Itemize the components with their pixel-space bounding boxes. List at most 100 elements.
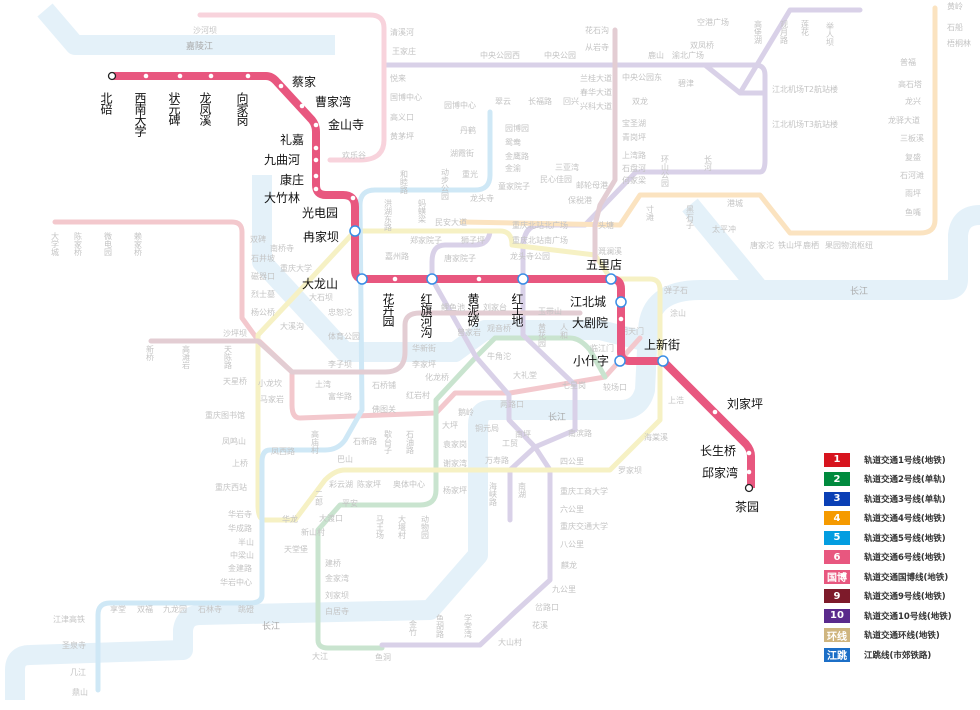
station-label[interactable]: 长生桥 <box>700 444 736 458</box>
interchange-station-marker[interactable] <box>356 273 368 285</box>
station-label[interactable]: 北碚 <box>99 92 113 115</box>
faded-station-label: 普福 <box>900 57 916 67</box>
station-label[interactable]: 刘家坪 <box>727 396 763 411</box>
station-marker[interactable] <box>392 276 398 282</box>
station-marker[interactable] <box>177 73 183 79</box>
station-marker[interactable] <box>712 409 718 415</box>
station-marker[interactable] <box>746 450 752 456</box>
faded-station-label: 学堂湾 <box>464 613 473 639</box>
faded-station-label: 中央公园西 <box>480 50 520 60</box>
faded-station-label: 化龙桥 <box>425 372 449 382</box>
station-marker[interactable] <box>350 195 356 201</box>
interchange-station-marker[interactable] <box>426 273 438 285</box>
station-marker[interactable] <box>313 145 319 151</box>
interchange-station-marker[interactable] <box>517 273 529 285</box>
faded-station-label: 回兴 <box>563 97 579 106</box>
station-label[interactable]: 金山寺 <box>328 117 364 132</box>
faded-station-label: 溉澜溪 <box>598 246 622 256</box>
station-label[interactable]: 冉家坝 <box>303 229 339 244</box>
faded-station-label: 石油路 <box>406 430 415 454</box>
faded-station-label: 兴科大道 <box>580 101 612 111</box>
station-marker[interactable] <box>313 173 319 179</box>
faded-station-label: 海峡路 <box>489 481 498 506</box>
station-label[interactable]: 黄泥磅 <box>466 293 480 328</box>
station-label[interactable]: 状元碑 <box>167 92 181 126</box>
station-marker[interactable] <box>278 83 284 89</box>
faded-station-label: 空港广场 <box>697 17 729 27</box>
interchange-station-marker[interactable] <box>605 273 617 285</box>
terminal-station-marker[interactable] <box>107 71 117 81</box>
terminal-station-marker[interactable] <box>744 483 754 493</box>
station-marker[interactable] <box>208 73 214 79</box>
faded-station-label: 圣泉寺 <box>62 640 86 650</box>
faded-station-label: 港城 <box>727 198 743 208</box>
faded-station-label: 牛角沱 <box>487 351 511 361</box>
station-label[interactable]: 康庄 <box>280 172 304 187</box>
station-label[interactable]: 花卉园 <box>381 292 395 328</box>
interchange-station-marker[interactable] <box>349 225 361 237</box>
station-label[interactable]: 大剧院 <box>572 316 608 330</box>
station-label[interactable]: 小什字 <box>573 353 609 368</box>
station-label[interactable]: 上新街 <box>644 337 680 352</box>
faded-station-label: 鱼胡路 <box>436 613 445 638</box>
station-label[interactable]: 龙凤溪 <box>198 92 212 126</box>
faded-station-label: 几江 <box>70 668 86 677</box>
station-label[interactable]: 礼嘉 <box>280 132 304 147</box>
station-marker[interactable] <box>746 469 752 475</box>
legend-label: 轨道交通10号线(地铁) <box>864 611 952 622</box>
faded-station-label: 渝北广场 <box>672 50 704 60</box>
faded-station-label: 唐家院子 <box>444 253 476 263</box>
interchange-station-marker[interactable] <box>657 355 669 367</box>
line-badge: 9 <box>824 589 850 604</box>
faded-station-label: 观月路 <box>780 20 789 44</box>
station-marker[interactable] <box>299 103 305 109</box>
faded-station-label: 王家庄 <box>392 46 416 56</box>
station-label[interactable]: 红旗河沟 <box>419 292 433 338</box>
station-marker[interactable] <box>476 276 482 282</box>
station-label[interactable]: 向家岗 <box>235 91 249 126</box>
legend-item[interactable]: 国博轨道交通国博线(地铁) <box>824 567 974 587</box>
station-label[interactable]: 江北城 <box>570 295 606 309</box>
faded-station-label: 春华大道 <box>580 87 612 97</box>
station-label[interactable]: 蔡家 <box>292 74 316 89</box>
station-label[interactable]: 九曲河 <box>264 153 300 167</box>
station-label[interactable]: 曹家湾 <box>315 94 351 109</box>
faded-station-label: 玉带山 <box>538 306 562 316</box>
legend-item[interactable]: 环线轨道交通环线(地铁) <box>824 626 974 646</box>
station-marker[interactable] <box>313 157 319 163</box>
station-label[interactable]: 光电园 <box>302 206 338 220</box>
faded-station-label: 大山村 <box>498 637 522 647</box>
faded-station-label: 洪湖东路 <box>384 198 393 231</box>
station-marker[interactable] <box>245 73 251 79</box>
interchange-station-marker[interactable] <box>615 296 627 308</box>
faded-station-label: 七星岗 <box>562 381 586 390</box>
station-marker[interactable] <box>143 73 149 79</box>
line-badge: 4 <box>824 511 850 526</box>
station-label[interactable]: 大竹林 <box>264 191 300 205</box>
faded-station-label: 金建路 <box>228 563 252 573</box>
interchange-station-marker[interactable] <box>614 355 626 367</box>
station-label[interactable]: 茶园 <box>735 499 759 514</box>
faded-station-label: 刘家坝 <box>325 590 349 600</box>
faded-station-label: 富华路 <box>328 391 352 401</box>
station-label[interactable]: 五里店 <box>586 258 622 272</box>
station-marker[interactable] <box>313 122 319 128</box>
faded-station-label: 高滩岩 <box>182 344 191 370</box>
station-label[interactable]: 红土地 <box>510 292 524 327</box>
station-label[interactable]: 西南大学 <box>133 92 147 137</box>
legend-item[interactable]: 江跳江跳线(市郊铁路) <box>824 645 974 665</box>
faded-station-label: 民心佳园 <box>540 174 572 184</box>
station-marker[interactable] <box>313 186 319 192</box>
station-marker[interactable] <box>618 316 624 322</box>
station-label[interactable]: 大龙山 <box>302 277 338 291</box>
faded-station-label: 重庆北站北广场 <box>512 220 568 230</box>
station-label[interactable]: 邱家湾 <box>702 465 738 480</box>
